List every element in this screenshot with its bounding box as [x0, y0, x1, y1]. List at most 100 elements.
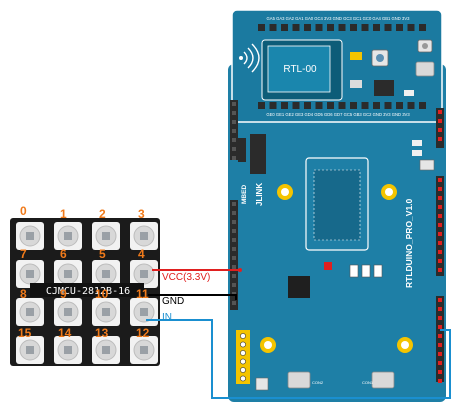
right-pin [438, 307, 442, 311]
right-pin [438, 232, 442, 236]
smd-r2 [412, 150, 422, 156]
left-pin [232, 238, 236, 242]
left-pin [232, 274, 236, 278]
mbed-label: MBED [241, 185, 248, 204]
right-pin [438, 352, 442, 356]
left-pin [232, 211, 236, 215]
bottom-pin-row [258, 102, 426, 109]
right-pin [438, 187, 442, 191]
bottom-pin [269, 102, 277, 109]
led-number-3: 3 [138, 207, 145, 221]
right-pin [438, 137, 442, 141]
bottom-pin [396, 102, 403, 109]
yellow-pin [240, 341, 246, 348]
left-pin [232, 138, 236, 142]
bottom-pin [258, 102, 265, 109]
module-label: RTL-00 [283, 64, 317, 75]
mount-hole-3-center [264, 341, 272, 349]
rtlduino-board: RTL-00 GA5 GA3 GA2 GA1 GA0 GC4 3V3 GND G… [228, 9, 446, 402]
top-pin [281, 24, 288, 31]
led-die [26, 346, 34, 354]
jlink-header [250, 134, 266, 174]
in-wire [146, 319, 451, 399]
led-die [102, 308, 110, 316]
bottom-pin [361, 102, 369, 109]
usb-port [415, 61, 435, 77]
bottom-pin [373, 102, 380, 109]
left-pin [232, 202, 236, 206]
matrix-label-bg [30, 283, 144, 297]
con1-label: CON1 [362, 380, 374, 385]
led-number-12: 12 [136, 326, 150, 340]
led-number-7: 7 [20, 247, 27, 261]
top-pin [258, 24, 265, 31]
board-name-label: RTLDUINO_PRO_V1.0 [404, 198, 414, 288]
led-number-5: 5 [99, 247, 106, 261]
smd-part [350, 80, 362, 88]
left-header-mid [230, 200, 238, 310]
bottom-pin [407, 102, 415, 109]
right-pin [438, 334, 442, 338]
led-die [64, 270, 72, 278]
right-pin [438, 298, 442, 302]
right-pin [438, 316, 442, 320]
smd-red [324, 262, 332, 270]
rst-button [419, 159, 435, 171]
gnd-wire [148, 294, 237, 300]
led-die [64, 232, 72, 240]
yellow-pin [240, 333, 246, 339]
led-matrix: CJMCU-2812B-16 [10, 218, 160, 366]
top-pin [327, 24, 334, 31]
right-pin [438, 241, 442, 245]
led-number-14: 14 [58, 326, 72, 340]
regulator [374, 80, 394, 96]
led-number-15: 15 [18, 326, 32, 340]
right-pin-dots [438, 110, 442, 383]
mbed-header [238, 138, 246, 162]
right-pin [438, 178, 442, 182]
left-pin [232, 301, 236, 305]
led-die [140, 308, 148, 316]
left-pin [232, 247, 236, 251]
top-pin [304, 24, 311, 31]
center-chip-outline [305, 157, 369, 251]
led-number-10: 10 [95, 287, 109, 301]
left-pin [232, 111, 236, 115]
led-die [140, 346, 148, 354]
bottom-pin [281, 102, 288, 109]
usb-con2 [287, 371, 311, 389]
bottom-pin [315, 102, 323, 109]
bottom-pin [338, 102, 346, 109]
vcc-wire-end [238, 268, 242, 272]
led-die [102, 346, 110, 354]
led-number-13: 13 [95, 326, 109, 340]
top-pin [396, 24, 403, 31]
con2-label: CON2 [312, 380, 324, 385]
right-pin [438, 379, 442, 383]
top-pin [269, 24, 277, 31]
bottom-pin [292, 102, 300, 109]
yellow-header [236, 330, 250, 384]
smd-led-3 [373, 264, 383, 278]
right-header-bottom [436, 296, 444, 382]
left-pin [232, 256, 236, 260]
left-pin [232, 120, 236, 124]
right-pin [438, 361, 442, 365]
bottom-pin [384, 102, 392, 109]
led-number-1: 1 [60, 207, 67, 221]
right-pin [438, 343, 442, 347]
left-pin [232, 147, 236, 151]
top-pin [338, 24, 346, 31]
led-die [102, 232, 110, 240]
led-die [64, 346, 72, 354]
top-pin [407, 24, 415, 31]
led-number-8: 8 [20, 287, 27, 301]
left-pin [232, 102, 236, 106]
top-pin [350, 24, 357, 31]
qfn-chip [288, 276, 310, 298]
usb-con1 [371, 371, 395, 389]
bottom-pin [327, 102, 334, 109]
vcc-label: VCC(3.3V) [162, 272, 211, 283]
